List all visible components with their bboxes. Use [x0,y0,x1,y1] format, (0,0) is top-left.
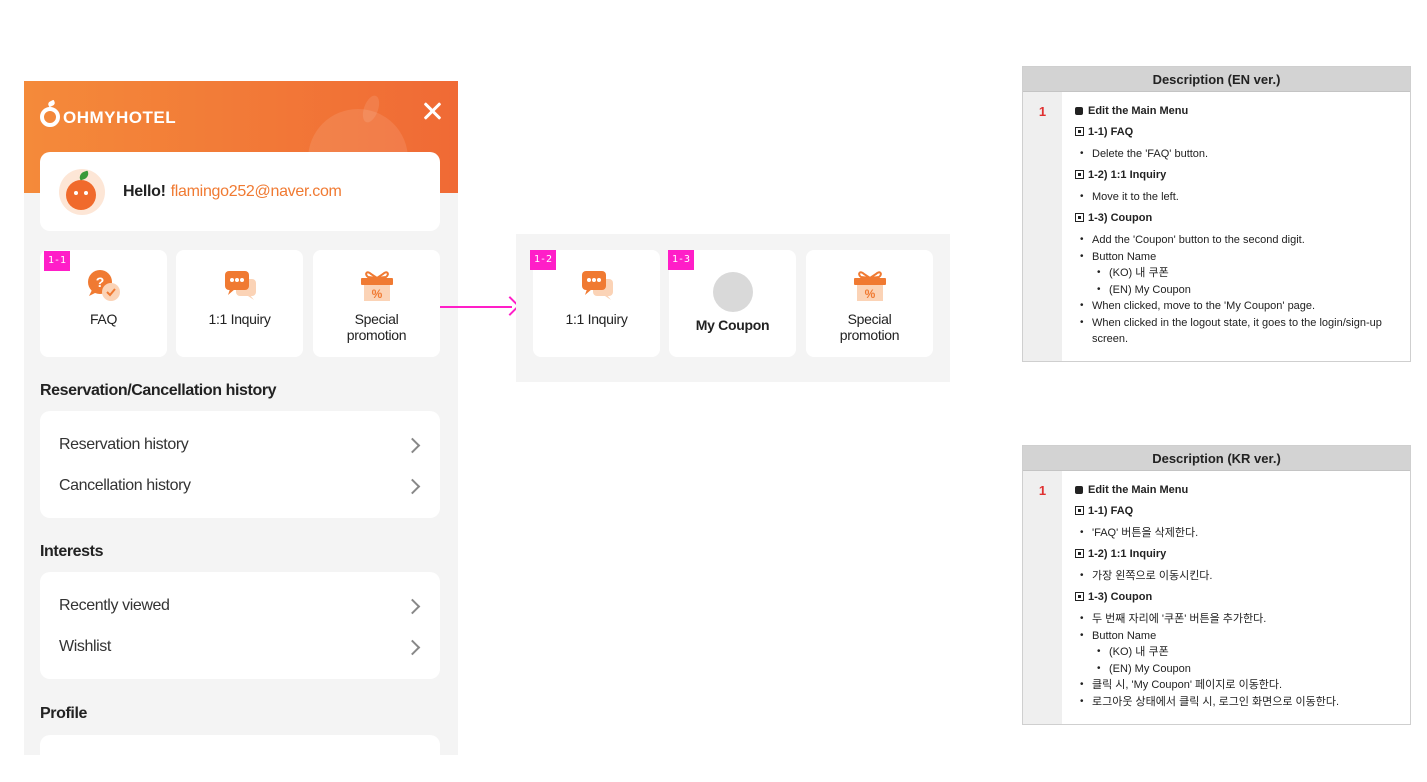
coupon-placeholder-icon [712,272,753,312]
description-item: Add the 'Coupon' button to the second di… [1080,232,1402,249]
annotation-tag: 1-2 [530,250,557,270]
description-main-heading: Edit the Main Menu [1088,484,1189,496]
description-table-kr: Description (KR ver.) 1 Edit the Main Me… [1022,445,1411,725]
svg-text:?: ? [95,274,104,290]
chevron-right-icon [404,437,421,453]
special-promotion-label: Special promotion [346,311,407,343]
greeting-text: Hello! [123,182,166,200]
avatar [59,168,105,215]
menu-item-label: Reservation history [59,436,189,453]
revised-quick-menu: 1:1 Inquiry 1-2 My Coupon 1-3 % Special … [516,234,950,382]
description-subheading: 1-3) Coupon [1088,590,1153,603]
chevron-right-icon [404,598,421,614]
interests-list-card: Recently viewed Wishlist [40,572,440,679]
close-icon[interactable] [420,99,444,123]
section-title-profile: Profile [40,705,87,722]
svg-text:%: % [371,287,382,301]
special-promotion-button[interactable]: % Special promotion [806,250,933,357]
description-subheading: 1-2) 1:1 Inquiry [1088,547,1167,560]
description-subitem: (KO) 내 쿠폰 [1080,644,1402,661]
description-subitem: (KO) 내 쿠폰 [1080,265,1402,282]
profile-list-card [40,735,440,755]
menu-item-reservation-history[interactable]: Reservation history [59,431,422,459]
description-table-en: Description (EN ver.) 1 Edit the Main Me… [1022,66,1411,362]
description-content: Edit the Main Menu 1-1) FAQ 'FAQ' 버튼을 삭제… [1062,471,1410,724]
logo-text: OHMYHOTEL [63,108,177,127]
description-item: 가장 왼쪽으로 이동시킨다. [1080,568,1402,585]
gift-icon: % [853,271,886,301]
menu-item-label: Wishlist [59,638,111,655]
bullet-square-icon [1075,486,1083,495]
checkbox-square-icon [1075,213,1084,223]
bullet-square-icon [1075,107,1083,116]
description-item: 클릭 시, 'My Coupon' 페이지로 이동한다. [1080,677,1402,694]
checkbox-square-icon [1075,506,1084,516]
chevron-right-icon [404,639,421,655]
checkbox-square-icon [1075,549,1084,559]
section-title-reservation: Reservation/Cancellation history [40,382,277,399]
annotation-arrow-line [440,306,512,308]
menu-item-recently-viewed[interactable]: Recently viewed [59,592,422,620]
faq-label: FAQ [89,311,118,327]
menu-item-cancellation-history[interactable]: Cancellation history [59,472,422,500]
description-item: Delete the 'FAQ' button. [1080,146,1402,163]
checkbox-square-icon [1075,127,1084,137]
description-subheading: 1-1) FAQ [1088,504,1134,517]
checkbox-square-icon [1075,592,1084,602]
description-item: When clicked in the logout state, it goe… [1080,315,1402,348]
checkbox-square-icon [1075,170,1084,180]
chat-bubble-icon [224,271,256,300]
reservation-list-card: Reservation history Cancellation history [40,411,440,518]
user-email: flamingo252@naver.com [170,182,342,200]
description-title: Description (KR ver.) [1023,446,1410,471]
description-subitem: (EN) My Coupon [1080,661,1402,678]
description-title: Description (EN ver.) [1023,67,1410,92]
svg-text:%: % [864,287,875,301]
special-promotion-button[interactable]: % Special promotion [313,250,440,357]
menu-item-wishlist[interactable]: Wishlist [59,633,422,661]
annotation-tag: 1-3 [668,250,695,270]
description-subheading: 1-2) 1:1 Inquiry [1088,168,1167,181]
brand-logo[interactable]: OHMYHOTEL [40,99,177,127]
description-subheading: 1-3) Coupon [1088,211,1153,224]
orange-logo-icon [40,99,60,127]
inquiry-button[interactable]: 1:1 Inquiry [176,250,303,357]
inquiry-label: 1:1 Inquiry [208,311,271,327]
description-subheading: 1-1) FAQ [1088,125,1134,138]
side-menu-panel: OHMYHOTEL Hello! flamingo252@naver.com ?… [24,81,458,755]
description-item: Button Name [1080,249,1402,266]
description-subitem: (EN) My Coupon [1080,282,1402,299]
chevron-right-icon [404,478,421,494]
menu-item-label: Cancellation history [59,477,191,494]
description-content: Edit the Main Menu 1-1) FAQ Delete the '… [1062,92,1410,361]
description-main-heading: Edit the Main Menu [1088,105,1189,117]
description-number: 1 [1023,471,1062,724]
faq-icon: ? [87,270,120,301]
description-item: 'FAQ' 버튼을 삭제한다. [1080,525,1402,542]
description-item: Button Name [1080,628,1402,645]
description-item: When clicked, move to the 'My Coupon' pa… [1080,298,1402,315]
special-promotion-label: Special promotion [839,311,900,343]
description-item: Move it to the left. [1080,189,1402,206]
menu-item-label: Recently viewed [59,597,170,614]
section-title-interests: Interests [40,543,104,560]
my-coupon-label: My Coupon [695,317,770,333]
description-item: 로그아웃 상태에서 클릭 시, 로그인 화면으로 이동한다. [1080,694,1402,711]
inquiry-label: 1:1 Inquiry [565,311,628,327]
gift-icon: % [360,271,393,301]
annotation-tag: 1-1 [44,251,71,271]
description-item: 두 번째 자리에 '쿠폰' 버튼을 추가한다. [1080,611,1402,628]
profile-card[interactable]: Hello! flamingo252@naver.com [40,152,440,231]
description-number: 1 [1023,92,1062,361]
chat-bubble-icon [581,271,613,300]
